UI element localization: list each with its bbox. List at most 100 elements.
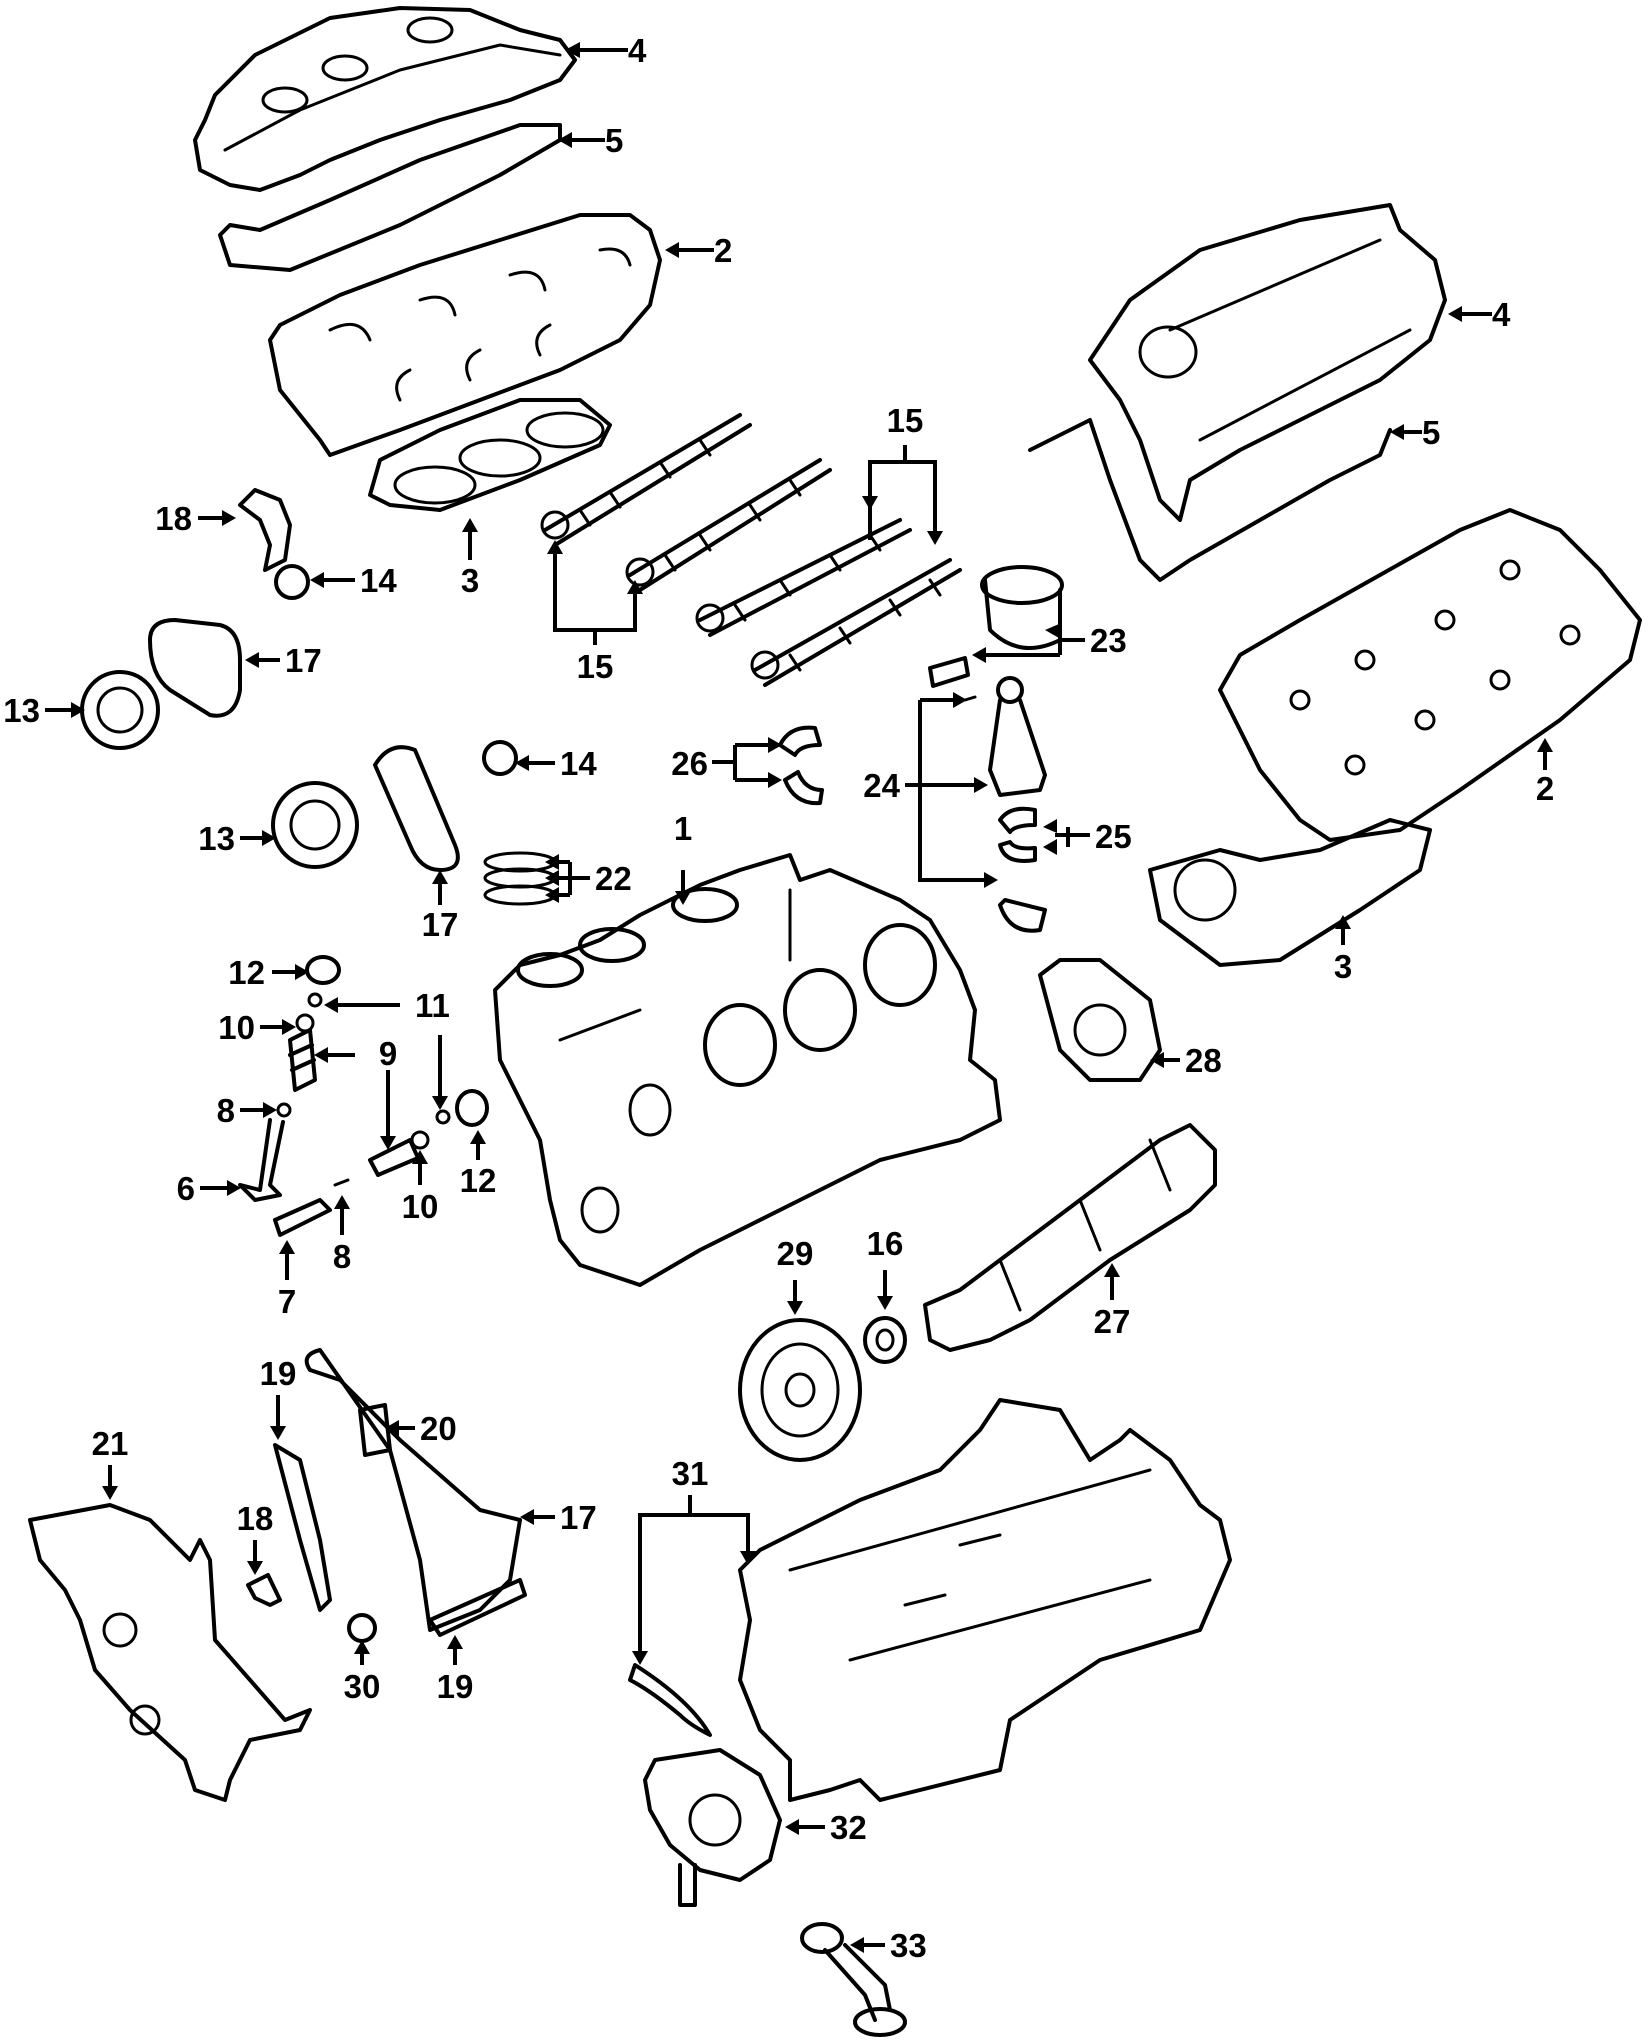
valve-spring-b (368, 1138, 420, 1177)
callout-8-b: 8 (333, 1238, 351, 1275)
callout-7: 7 (278, 1283, 296, 1320)
idler-30 (347, 1613, 377, 1643)
callout-5-right: 5 (1422, 414, 1440, 451)
engine-block (493, 853, 1002, 1287)
rod-bearing-upper (998, 806, 1037, 834)
callout-8-a: 8 (217, 1092, 235, 1129)
rod-bearing-lower (998, 840, 1037, 863)
callout-18-upper: 18 (155, 500, 192, 537)
seal-8a (276, 1102, 292, 1118)
timing-cover (28, 1503, 312, 1802)
breather-tube-upper (238, 488, 292, 572)
callout-17-a: 17 (285, 642, 322, 679)
callout-12-b: 12 (460, 1162, 497, 1199)
seal-14b (482, 740, 518, 776)
valve-cover-gasket-left (218, 123, 562, 272)
callout-4-right: 4 (1492, 296, 1511, 333)
gasket-17-upper (148, 618, 242, 718)
head-gasket-right (1148, 818, 1432, 967)
crankshaft (923, 1123, 1217, 1352)
callout-18-lower: 18 (237, 1500, 274, 1537)
callout-12-a: 12 (228, 954, 265, 991)
callout-16: 16 (867, 1225, 904, 1262)
chain-guide-19a (273, 1443, 332, 1612)
callout-1: 1 (674, 810, 692, 847)
piston (928, 565, 1064, 688)
callout-25: 25 (1095, 818, 1132, 855)
callout-15-bottom: 15 (577, 648, 614, 685)
front-seal (863, 1316, 907, 1364)
callout-4-top: 4 (628, 32, 647, 69)
cylinder-head-right (1218, 508, 1642, 842)
callout-32: 32 (830, 1809, 867, 1846)
callout-24: 24 (863, 767, 900, 804)
lifter-12a (305, 955, 341, 985)
callout-22: 22 (595, 860, 632, 897)
callout-2-right: 2 (1536, 770, 1554, 807)
callout-29: 29 (777, 1235, 814, 1272)
sprocket-13a (80, 670, 160, 750)
callout-20: 20 (420, 1410, 457, 1447)
keeper-b (435, 1109, 451, 1125)
callout-15-top: 15 (887, 402, 924, 439)
seal-8b (333, 1178, 350, 1187)
seal-14a (274, 564, 310, 600)
lifter-12b (455, 1089, 489, 1127)
piston-rings (483, 851, 557, 906)
oil-pan (738, 1398, 1232, 1802)
leader-lines (45, 42, 1553, 1953)
main-bearing-upper (778, 725, 822, 757)
callout-6: 6 (177, 1170, 195, 1207)
valve-cover-gasket-right (1028, 418, 1392, 582)
valve-spring-9 (288, 1028, 317, 1092)
cylinder-head-left (268, 213, 662, 457)
callout-31: 31 (672, 1455, 709, 1492)
oil-pickup (800, 1922, 907, 2037)
callout-23: 23 (1090, 622, 1127, 659)
callout-3-left: 3 (461, 562, 479, 599)
timing-chain-middle (373, 745, 460, 872)
callout-3-right: 3 (1334, 948, 1352, 985)
valve-cover-left (193, 6, 577, 192)
chain-guide-19b (428, 1578, 527, 1637)
callout-27: 27 (1094, 1303, 1131, 1340)
valve-cover-right (1088, 203, 1447, 522)
retainer-10b (410, 1130, 430, 1150)
callout-14-b: 14 (560, 745, 597, 782)
callout-19-b: 19 (437, 1668, 474, 1705)
rod-cap (998, 898, 1047, 933)
chain-tensioner (358, 1403, 392, 1457)
valve-6 (238, 1118, 285, 1202)
callout-17-c: 17 (560, 1499, 597, 1536)
tensioner-18 (246, 1573, 282, 1607)
callout-17-b: 17 (422, 906, 459, 943)
callout-33: 33 (890, 1927, 927, 1964)
head-gasket-left (368, 398, 612, 512)
camshafts (540, 413, 962, 687)
callout-19-a: 19 (260, 1355, 297, 1392)
harmonic-balancer (738, 1318, 862, 1462)
oil-pump (643, 1748, 782, 1907)
callout-2-top: 2 (714, 232, 732, 269)
sprocket-13b (271, 781, 359, 869)
valve-7 (273, 1198, 332, 1237)
callout-13-b: 13 (198, 820, 235, 857)
callout-11: 11 (415, 987, 450, 1024)
keeper-11 (307, 992, 323, 1008)
callout-13-a: 13 (3, 692, 40, 729)
rear-seal-retainer (1038, 958, 1162, 1082)
callout-28: 28 (1185, 1042, 1222, 1079)
callout-26: 26 (671, 745, 708, 782)
callout-30: 30 (344, 1668, 381, 1705)
part-drawings (28, 6, 1642, 2037)
callout-21: 21 (92, 1425, 129, 1462)
callout-10-b: 10 (402, 1188, 439, 1225)
callout-9: 9 (379, 1035, 397, 1072)
callout-14-a: 14 (360, 562, 397, 599)
callout-labels: 4 5 2 4 5 15 18 3 14 15 23 17 13 14 26 2… (3, 32, 1554, 1964)
oil-pan-gasket (628, 1663, 712, 1737)
timing-chain-lower (304, 1348, 522, 1632)
callout-5-top: 5 (605, 122, 623, 159)
callout-10-a: 10 (218, 1009, 255, 1046)
